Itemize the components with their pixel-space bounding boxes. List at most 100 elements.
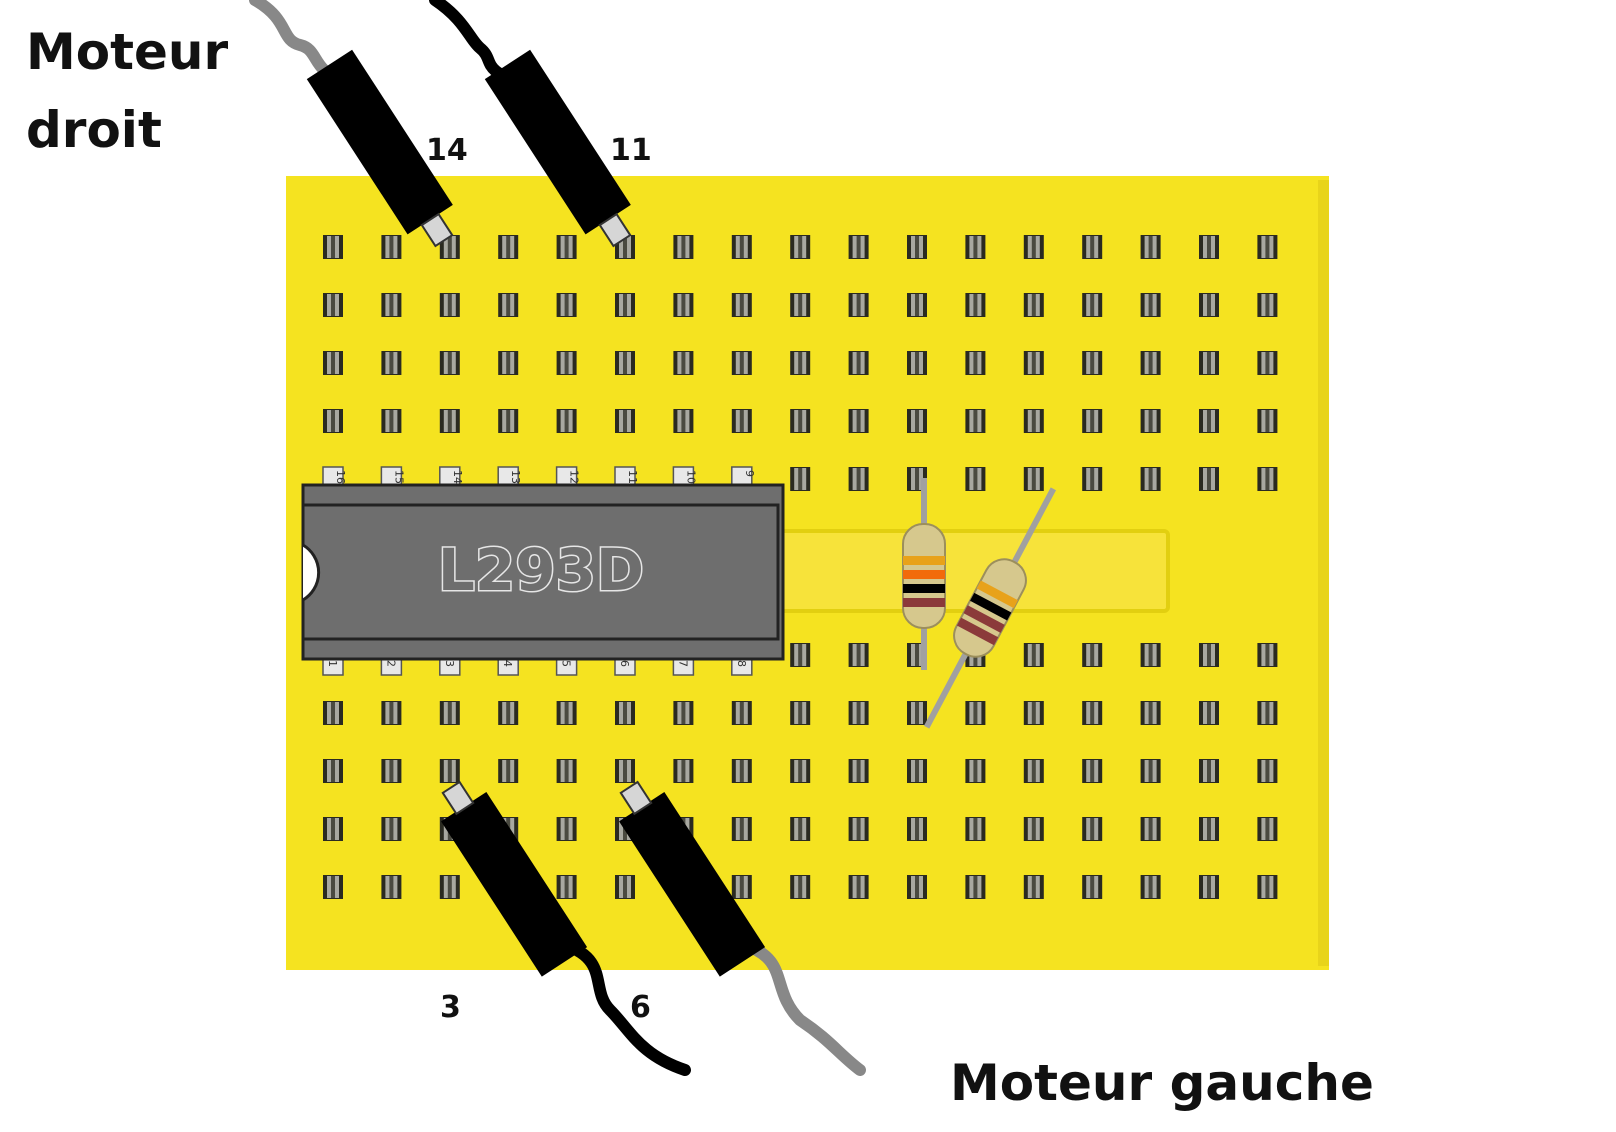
breadboard-hole[interactable] <box>965 409 986 433</box>
breadboard-hole[interactable] <box>1023 467 1044 491</box>
breadboard-hole[interactable] <box>1023 759 1044 783</box>
breadboard-hole[interactable] <box>1082 293 1103 317</box>
breadboard-hole[interactable] <box>1199 817 1219 841</box>
breadboard-hole[interactable] <box>907 817 927 841</box>
breadboard-hole[interactable] <box>965 351 986 375</box>
breadboard-hole[interactable] <box>848 235 869 259</box>
breadboard-hole[interactable] <box>1199 409 1219 433</box>
breadboard-hole[interactable] <box>1023 293 1044 317</box>
breadboard-hole[interactable] <box>731 701 752 725</box>
breadboard-hole[interactable] <box>673 759 694 783</box>
breadboard-hole[interactable] <box>1140 643 1161 667</box>
breadboard-hole[interactable] <box>848 351 869 375</box>
breadboard-hole[interactable] <box>790 235 811 259</box>
breadboard-hole[interactable] <box>498 293 519 317</box>
breadboard-hole[interactable] <box>1140 817 1161 841</box>
breadboard-hole[interactable] <box>1082 701 1103 725</box>
breadboard-hole[interactable] <box>965 759 986 783</box>
breadboard-hole[interactable] <box>965 701 986 725</box>
breadboard-hole[interactable] <box>323 701 343 725</box>
breadboard-hole[interactable] <box>498 701 519 725</box>
breadboard-hole[interactable] <box>1023 351 1044 375</box>
breadboard-hole[interactable] <box>615 759 635 783</box>
breadboard-hole[interactable] <box>381 235 402 259</box>
breadboard-hole[interactable] <box>790 875 811 899</box>
breadboard-hole[interactable] <box>1257 235 1278 259</box>
breadboard-hole[interactable] <box>556 293 577 317</box>
breadboard-hole[interactable] <box>439 293 460 317</box>
breadboard-hole[interactable] <box>673 409 694 433</box>
breadboard-hole[interactable] <box>1257 875 1278 899</box>
breadboard-hole[interactable] <box>556 875 577 899</box>
breadboard-hole[interactable] <box>556 409 577 433</box>
breadboard-hole[interactable] <box>790 467 811 491</box>
breadboard-hole[interactable] <box>907 759 927 783</box>
breadboard-hole[interactable] <box>1257 701 1278 725</box>
jumper-bottom-left[interactable] <box>429 773 588 977</box>
breadboard-hole[interactable] <box>615 701 635 725</box>
breadboard-hole[interactable] <box>323 817 343 841</box>
breadboard-hole[interactable] <box>1023 817 1044 841</box>
jumper-bottom-right[interactable] <box>607 773 766 977</box>
breadboard-hole[interactable] <box>731 235 752 259</box>
breadboard-hole[interactable] <box>907 701 927 725</box>
breadboard-hole[interactable] <box>439 701 460 725</box>
breadboard-hole[interactable] <box>907 875 927 899</box>
breadboard-hole[interactable] <box>1023 875 1044 899</box>
breadboard-hole[interactable] <box>790 759 811 783</box>
breadboard-hole[interactable] <box>1199 875 1219 899</box>
breadboard-hole[interactable] <box>790 351 811 375</box>
breadboard-hole[interactable] <box>556 351 577 375</box>
breadboard-hole[interactable] <box>673 235 694 259</box>
breadboard-hole[interactable] <box>1140 351 1161 375</box>
breadboard-hole[interactable] <box>731 293 752 317</box>
breadboard-hole[interactable] <box>965 293 986 317</box>
breadboard-hole[interactable] <box>731 817 752 841</box>
breadboard-hole[interactable] <box>848 643 869 667</box>
breadboard-hole[interactable] <box>439 875 460 899</box>
breadboard-hole[interactable] <box>556 701 577 725</box>
breadboard-hole[interactable] <box>907 293 927 317</box>
breadboard-hole[interactable] <box>848 759 869 783</box>
breadboard-hole[interactable] <box>323 875 343 899</box>
breadboard-hole[interactable] <box>498 351 519 375</box>
breadboard-hole[interactable] <box>1199 759 1219 783</box>
breadboard-hole[interactable] <box>1140 293 1161 317</box>
breadboard-hole[interactable] <box>381 293 402 317</box>
breadboard-hole[interactable] <box>673 293 694 317</box>
breadboard-hole[interactable] <box>323 351 343 375</box>
breadboard-hole[interactable] <box>907 351 927 375</box>
breadboard-hole[interactable] <box>615 875 635 899</box>
breadboard-hole[interactable] <box>1140 467 1161 491</box>
breadboard-hole[interactable] <box>615 409 635 433</box>
breadboard-hole[interactable] <box>1199 235 1219 259</box>
breadboard-hole[interactable] <box>1199 643 1219 667</box>
breadboard-hole[interactable] <box>1082 875 1103 899</box>
breadboard-hole[interactable] <box>1023 235 1044 259</box>
breadboard-hole[interactable] <box>323 409 343 433</box>
breadboard-hole[interactable] <box>556 817 577 841</box>
breadboard-hole[interactable] <box>323 293 343 317</box>
breadboard-hole[interactable] <box>1140 875 1161 899</box>
breadboard-hole[interactable] <box>1082 351 1103 375</box>
breadboard-hole[interactable] <box>381 409 402 433</box>
breadboard-hole[interactable] <box>1199 351 1219 375</box>
breadboard-hole[interactable] <box>1140 409 1161 433</box>
breadboard-hole[interactable] <box>381 875 402 899</box>
breadboard-hole[interactable] <box>1199 467 1219 491</box>
breadboard-hole[interactable] <box>673 701 694 725</box>
breadboard-hole[interactable] <box>1257 351 1278 375</box>
breadboard-hole[interactable] <box>1199 293 1219 317</box>
breadboard-hole[interactable] <box>790 701 811 725</box>
breadboard-hole[interactable] <box>731 351 752 375</box>
breadboard-hole[interactable] <box>1082 235 1103 259</box>
breadboard-hole[interactable] <box>848 817 869 841</box>
breadboard-hole[interactable] <box>615 293 635 317</box>
breadboard-hole[interactable] <box>673 351 694 375</box>
breadboard-hole[interactable] <box>790 293 811 317</box>
breadboard-hole[interactable] <box>381 759 402 783</box>
breadboard-hole[interactable] <box>323 759 343 783</box>
breadboard-hole[interactable] <box>1257 759 1278 783</box>
breadboard-hole[interactable] <box>907 409 927 433</box>
breadboard-hole[interactable] <box>556 759 577 783</box>
